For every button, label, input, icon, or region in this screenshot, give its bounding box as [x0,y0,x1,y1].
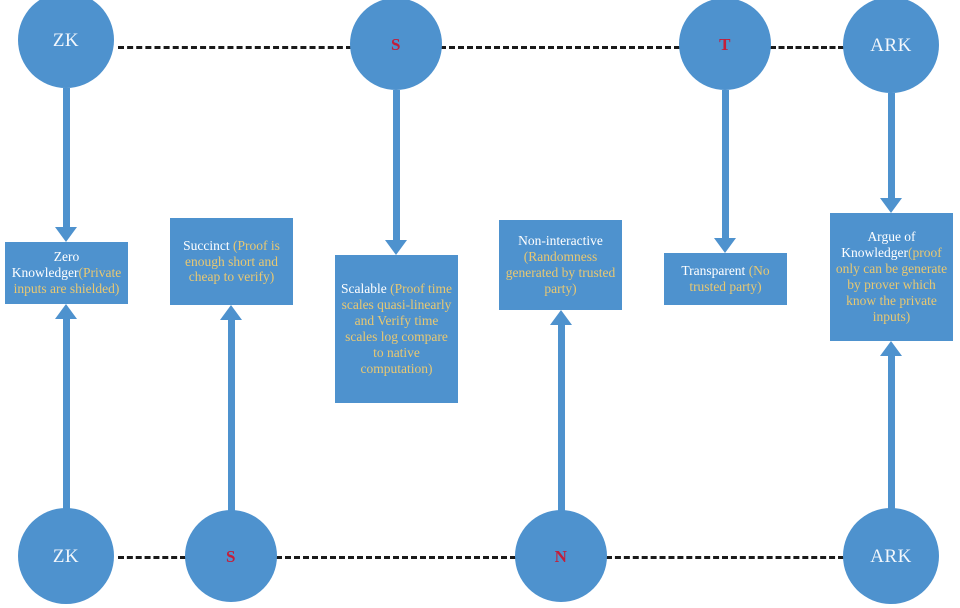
arrow-head-ark-up [880,341,902,356]
node-bottom-n-label: N [554,546,568,566]
box-argue-of-knowledge-heading: Argue of Knowledger [841,229,916,261]
node-top-s-label: S [391,34,401,54]
box-scalable-detail: (Proof time scales quasi-linearly and Ve… [341,281,452,376]
box-succinct-detail: (Proof is enough short and cheap to veri… [185,237,280,285]
dashed-link-bottom-n-ark [606,556,844,559]
node-bottom-ark-label: ARK [870,545,912,567]
arrow-head-t-down [714,238,736,253]
arrow-head-s-down [385,240,407,255]
box-zero-knowledge-text: Zero Knowledger(Private inputs are shiel… [10,249,123,297]
arrow-head-zk-down [55,227,77,242]
box-argue-of-knowledge-text: Argue of Knowledger(proof only can be ge… [835,229,948,325]
arrow-shaft-t-down [721,90,729,240]
node-bottom-zk-label: ZK [52,545,80,567]
box-argue-of-knowledge-detail: (proof only can be generate by prover wh… [835,245,948,324]
box-succinct[interactable]: Succinct (Proof is enough short and chea… [170,218,293,305]
dashed-link-top-t-ark [770,46,844,49]
node-top-ark[interactable]: ARK [843,0,939,93]
box-succinct-heading: Succinct [183,237,233,253]
box-transparent[interactable]: Transparent (No trusted party) [664,253,787,305]
box-non-interactive-detail: (Randomness generated by trusted party) [505,249,616,296]
box-transparent-heading: Transparent [681,263,749,279]
arrow-head-ark-down [880,198,902,213]
arrow-head-succinct-up [220,305,242,320]
node-bottom-ark[interactable]: ARK [843,508,939,604]
arrow-head-zk-up [55,304,77,319]
arrow-shaft-zk-up [62,317,70,510]
node-bottom-n[interactable]: N [515,510,607,602]
node-bottom-s-label: S [226,546,236,566]
node-top-ark-label: ARK [870,34,912,56]
box-zero-knowledge-detail: (Private inputs are shielded) [13,265,122,296]
box-transparent-text: Transparent (No trusted party) [669,263,782,295]
box-scalable[interactable]: Scalable (Proof time scales quasi-linear… [335,255,458,403]
arrow-head-n-up [550,310,572,325]
arrow-shaft-ark-down [887,93,895,200]
box-non-interactive[interactable]: Non-interactive (Randomness generated by… [499,220,622,310]
dashed-link-top-zk-s [118,46,352,49]
dashed-link-bottom-zk-s [118,556,186,559]
box-scalable-text: Scalable (Proof time scales quasi-linear… [340,281,453,377]
box-transparent-detail: (No trusted party) [689,263,770,294]
node-top-t-label: T [719,34,731,54]
node-top-t[interactable]: T [679,0,771,90]
node-bottom-zk[interactable]: ZK [18,508,114,604]
dashed-link-bottom-s-n [276,556,516,559]
arrow-shaft-s-down [392,90,400,242]
box-succinct-text: Succinct (Proof is enough short and chea… [175,238,288,286]
box-non-interactive-heading: Non-interactive [518,233,603,249]
node-top-zk[interactable]: ZK [18,0,114,88]
arrow-shaft-n-up [557,323,565,512]
dashed-link-top-s-t [440,46,680,49]
node-bottom-s[interactable]: S [185,510,277,602]
arrow-shaft-zk-down [62,88,70,229]
box-scalable-heading: Scalable [341,281,391,297]
box-zero-knowledge-heading: Zero Knowledger [11,249,80,281]
arrow-shaft-ark-up [887,354,895,510]
box-non-interactive-text: Non-interactive (Randomness generated by… [504,233,617,297]
arrow-shaft-succinct-up [227,318,235,512]
box-zero-knowledge[interactable]: Zero Knowledger(Private inputs are shiel… [5,242,128,304]
node-top-zk-label: ZK [52,29,80,51]
node-top-s[interactable]: S [350,0,442,90]
box-argue-of-knowledge[interactable]: Argue of Knowledger(proof only can be ge… [830,213,953,341]
